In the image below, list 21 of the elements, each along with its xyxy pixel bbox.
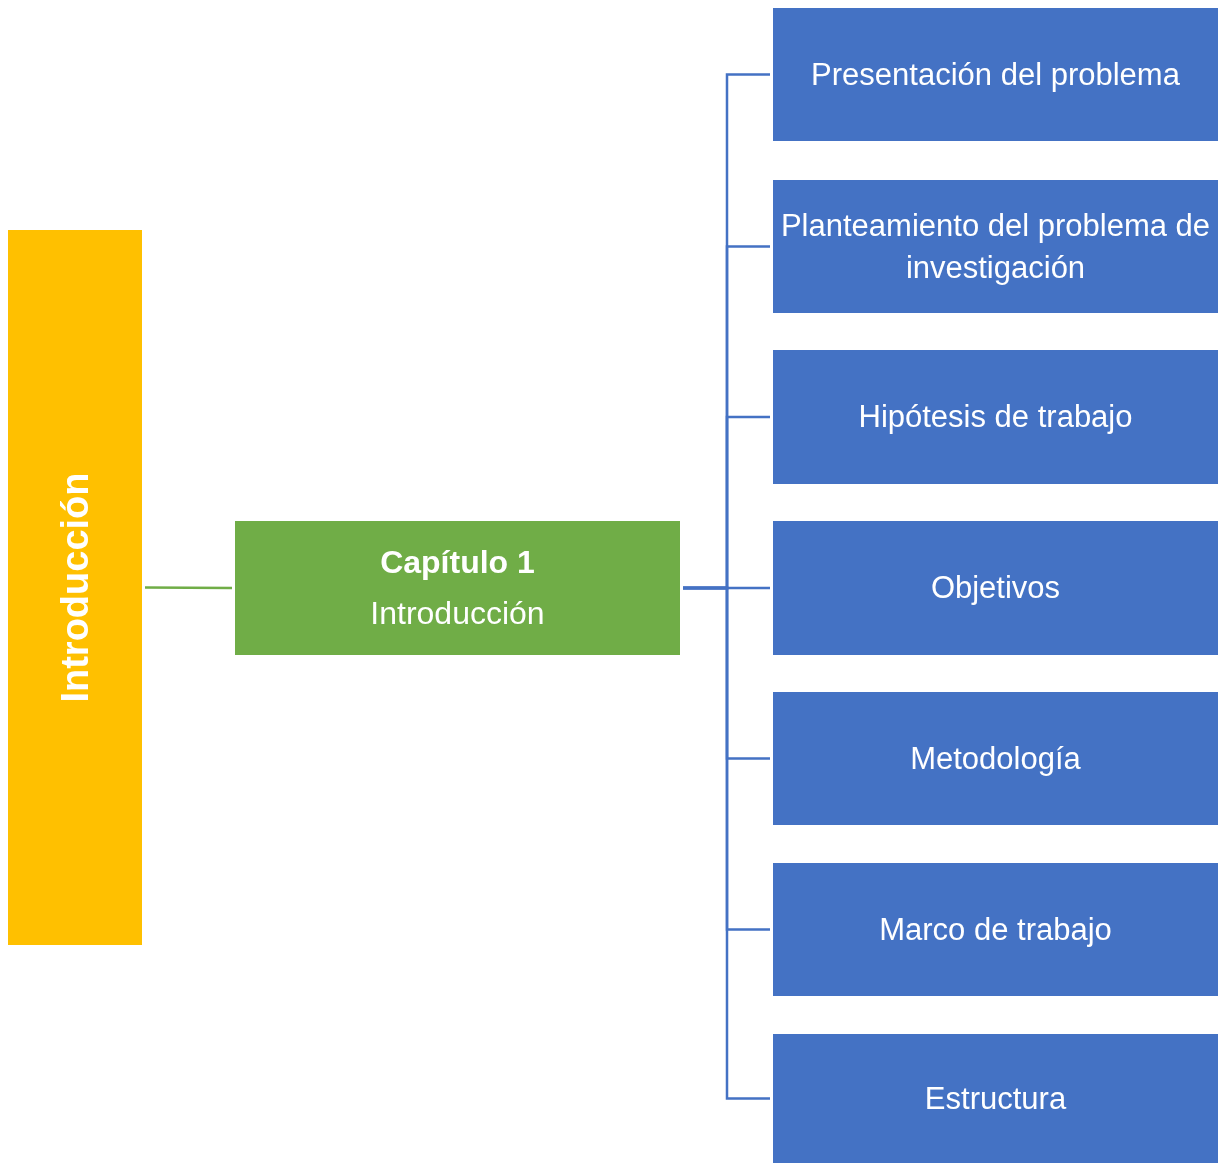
chapter-box <box>235 521 680 655</box>
topic-label: Marco de trabajo <box>878 910 1113 949</box>
topic-label: Estructura <box>923 1079 1068 1118</box>
topic-label: Hipótesis de trabajo <box>857 398 1134 437</box>
chapter-title: Introducción <box>370 595 545 632</box>
topic-label: Metodología <box>909 739 1082 778</box>
topic-box <box>773 692 1218 825</box>
topic-box <box>773 863 1218 996</box>
topic-box <box>773 1034 1218 1163</box>
topic-box <box>773 8 1218 141</box>
section-bar <box>8 230 142 945</box>
topic-label: Presentación del problema <box>810 55 1181 94</box>
connector-line <box>683 586 770 1100</box>
connector-line <box>145 586 232 590</box>
chapter-number: Capítulo 1 <box>380 544 535 581</box>
section-title: Introducción <box>53 472 97 703</box>
topic-box <box>773 180 1218 313</box>
topic-box <box>773 350 1218 484</box>
topic-label: Planteamiento del problema de investigación <box>779 206 1212 287</box>
topic-box <box>773 521 1218 655</box>
topic-label: Objetivos <box>929 569 1062 608</box>
